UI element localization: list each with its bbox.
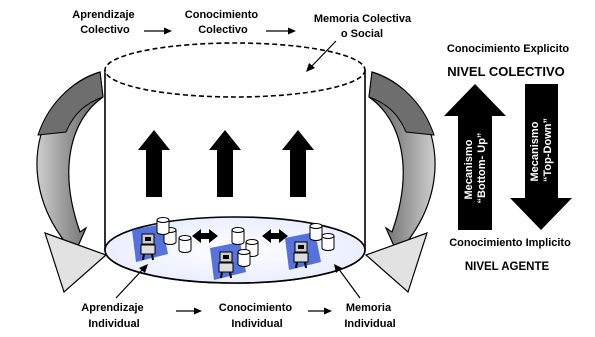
collective-knowledge-label: Conocimiento Colectivo bbox=[185, 9, 261, 36]
database-cylinder-icon bbox=[309, 223, 323, 241]
bottom-up-arrow: Mecanismo “Bottom- Up” bbox=[444, 84, 506, 230]
up-arrow-icon bbox=[138, 130, 170, 197]
database-cylinder-icon bbox=[321, 233, 335, 251]
double-arrow-icon bbox=[192, 229, 218, 243]
explicit-knowledge-label: Conocimiento Explicito bbox=[447, 43, 570, 55]
upward-arrows bbox=[138, 130, 314, 197]
up-arrow-icon bbox=[282, 130, 314, 197]
individual-memory-label: Memoria Individual bbox=[344, 302, 395, 330]
robot-agent-icon bbox=[210, 242, 246, 280]
database-cylinder-icon bbox=[156, 217, 170, 235]
up-arrow-icon bbox=[209, 130, 241, 197]
bottom-up-mechanism-label: Mecanismo “Bottom- Up” bbox=[463, 133, 488, 204]
top-down-arrow: Mecanismo “Top-Down” bbox=[510, 84, 572, 230]
pointer-arrow-icon bbox=[306, 40, 337, 72]
individual-learning-label: Aprendizaje Individual bbox=[81, 302, 146, 330]
database-cylinder-icon bbox=[237, 249, 251, 267]
database-cylinder-icon bbox=[231, 227, 245, 245]
double-arrow-icon bbox=[262, 229, 288, 243]
left-feedback-arrow bbox=[36, 71, 108, 294]
database-cylinder-icon bbox=[178, 235, 192, 253]
right-feedback-arrow bbox=[364, 71, 436, 294]
implicit-knowledge-label: Conocimiento Implicito bbox=[449, 237, 571, 249]
individual-knowledge-label: Conocimiento Individual bbox=[219, 302, 295, 330]
robot-agent-icon bbox=[285, 232, 321, 270]
agent-level-label: NIVEL AGENTE bbox=[465, 261, 550, 273]
pointer-arrow-icon bbox=[115, 264, 148, 299]
right-arrow-icon bbox=[176, 307, 202, 315]
cylinder-top bbox=[104, 42, 366, 98]
right-arrow-icon bbox=[144, 27, 172, 35]
right-arrow-icon bbox=[308, 307, 332, 315]
collective-learning-label: Aprendizaje Colectivo bbox=[72, 9, 137, 36]
right-arrow-icon bbox=[266, 27, 296, 35]
collective-memory-label: Memoria Colectiva o Social bbox=[314, 13, 414, 40]
collective-level-label: NIVEL COLECTIVO bbox=[447, 64, 565, 79]
pointer-arrow-icon bbox=[334, 264, 361, 299]
top-down-mechanism-label: Mecanismo “Top-Down” bbox=[529, 118, 554, 182]
